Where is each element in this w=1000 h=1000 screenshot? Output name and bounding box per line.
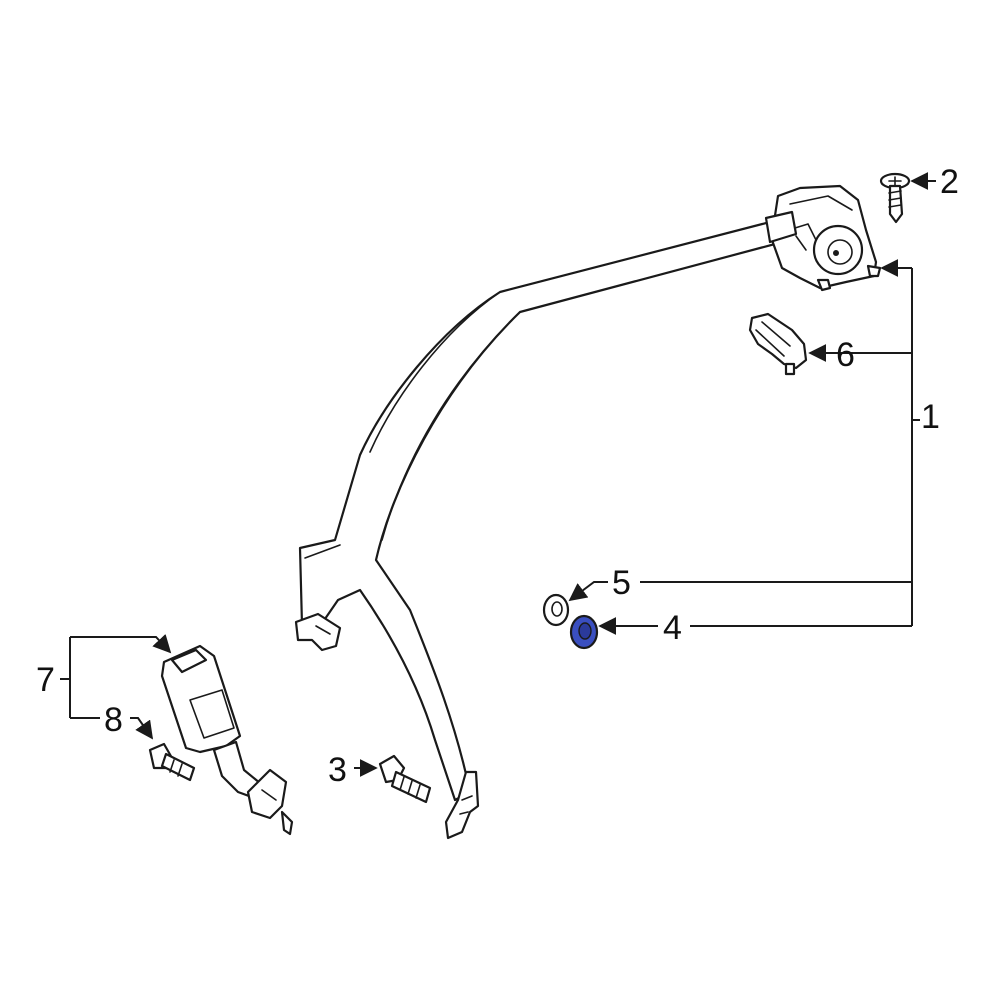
callout-8: 8 [104, 701, 123, 739]
screw-part-2 [879, 172, 911, 224]
seat-belt-webbing [298, 220, 792, 802]
leader-5 [568, 581, 608, 602]
bolt-part-3 [378, 754, 432, 804]
callout-1: 1 [921, 398, 940, 436]
leader-lines [60, 172, 936, 777]
callout-5: 5 [612, 564, 631, 602]
buckle-part-7 [160, 644, 294, 836]
cover-part-6 [748, 312, 808, 376]
bolt-part-8 [148, 742, 196, 782]
callout-6: 6 [836, 336, 855, 374]
callout-2: 2 [940, 163, 959, 201]
guide-clip [294, 612, 342, 652]
callout-7: 7 [36, 661, 55, 699]
retractor [764, 184, 882, 292]
leader-8 [130, 717, 154, 740]
leader-7-to-buckle [70, 634, 172, 654]
ring-part-4-highlighted [569, 614, 599, 650]
lower-anchor-plate [444, 770, 480, 840]
callout-labels: 1 2 3 4 5 6 7 8 [36, 163, 959, 789]
callout-3: 3 [328, 751, 347, 789]
washer-part-5 [542, 593, 570, 627]
callout-4: 4 [663, 609, 682, 647]
